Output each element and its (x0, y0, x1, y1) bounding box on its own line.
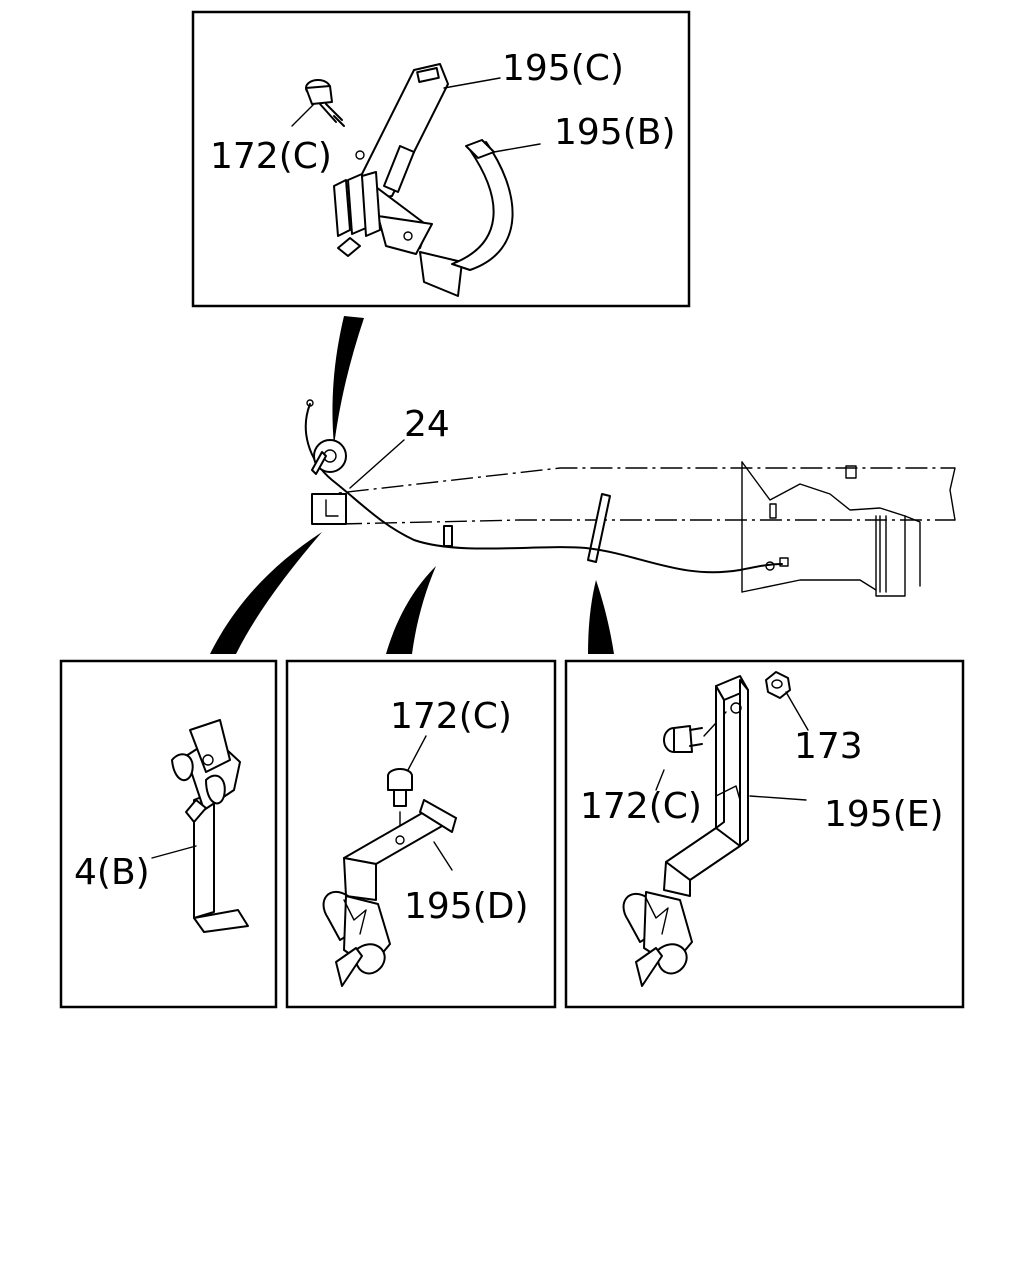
main-overview: 24 (304, 399, 956, 597)
label-195c-top: 195(C) (502, 48, 624, 89)
clip-right (622, 891, 693, 987)
callout-pointer-middle (386, 566, 436, 654)
detail-panel-bottom-middle: 172(C) 195(D) (285, 659, 557, 1009)
label-172c-top: 172(C) (210, 136, 332, 177)
nut-173 (765, 671, 791, 699)
label-195e: 195(E) (824, 794, 944, 835)
detail-panel-bottom-left: 4(B) (59, 659, 278, 1009)
strap-195b (451, 139, 514, 271)
label-195d: 195(D) (404, 886, 529, 927)
bracket-195e (663, 675, 749, 897)
callout-pointer-left (210, 532, 322, 654)
cable-24 (304, 403, 783, 574)
bracket-195c (355, 63, 449, 255)
label-173: 173 (794, 726, 863, 767)
clip-top (333, 171, 463, 297)
label-172c-right: 172(C) (580, 786, 702, 827)
label-172c-middle: 172(C) (390, 696, 512, 737)
callout-pointer-right (588, 580, 614, 654)
label-24: 24 (404, 404, 450, 445)
label-195b: 195(B) (554, 112, 676, 153)
clip-middle (322, 890, 391, 987)
callout-pointer-top (332, 316, 364, 446)
label-4b: 4(B) (74, 852, 150, 893)
bolt-172c-top (305, 79, 345, 127)
detail-panel-top: 195(C) 172(C) 195(B) (191, 10, 691, 308)
bolt-172c-middle (387, 768, 413, 837)
rear-structure (741, 461, 956, 597)
detail-panel-bottom-right: 173 172(C) 195(E) (564, 659, 965, 1009)
bracket-195d (343, 799, 457, 901)
